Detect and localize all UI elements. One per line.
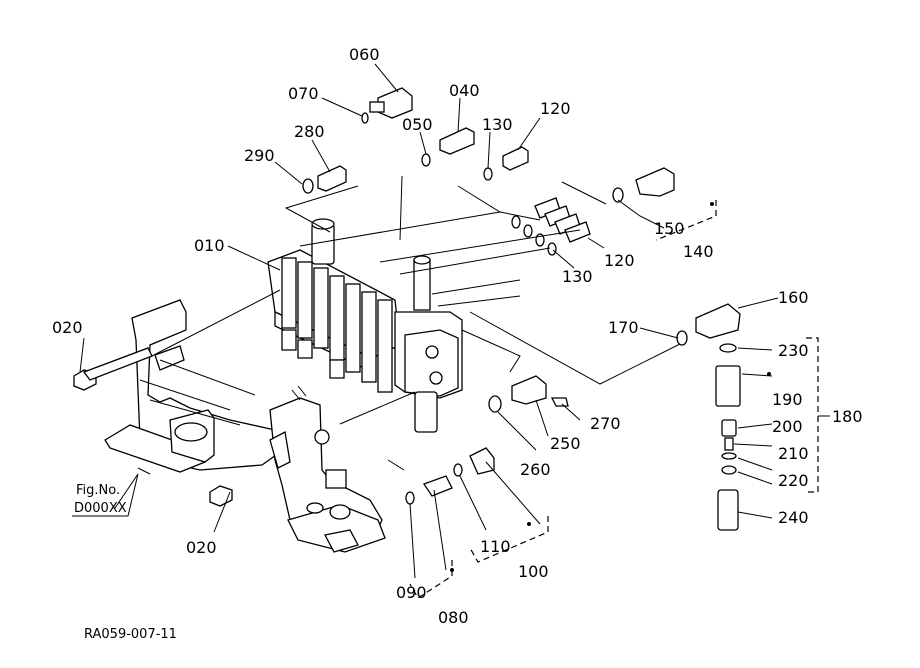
part-labels: 060 070 040 050 120 130 280 290 010 150 … xyxy=(52,45,863,627)
fig-ref-line1: Fig.No. xyxy=(76,483,120,498)
label-210: 210 xyxy=(778,444,809,463)
label-260: 260 xyxy=(520,460,551,479)
fitting-100 xyxy=(469,447,495,475)
oring-170 xyxy=(676,330,688,346)
label-020-bottom: 020 xyxy=(186,538,217,557)
plug-270 xyxy=(550,397,569,407)
grouping-brackets xyxy=(409,200,830,599)
label-120-bottom: 120 xyxy=(604,251,635,270)
label-200: 200 xyxy=(772,417,803,436)
bolt-020-top xyxy=(73,347,153,391)
label-040: 040 xyxy=(449,81,480,100)
label-160: 160 xyxy=(778,288,809,307)
fitting-160 xyxy=(695,303,741,339)
fitting-280 xyxy=(317,165,347,192)
label-150: 150 xyxy=(654,219,685,238)
label-020-top: 020 xyxy=(52,318,83,337)
label-170: 170 xyxy=(608,318,639,337)
label-220: 220 xyxy=(778,471,809,490)
drawing-code: RA059-007-11 xyxy=(84,627,177,642)
fitting-120-top xyxy=(502,146,529,171)
label-060: 060 xyxy=(349,45,380,64)
fitting-150 xyxy=(635,167,675,197)
fitting-250 xyxy=(511,375,547,405)
label-070: 070 xyxy=(288,84,319,103)
control-valve-assembly xyxy=(267,218,463,433)
label-180: 180 xyxy=(832,407,863,426)
leader-lines xyxy=(79,63,779,579)
fitting-120-group xyxy=(534,197,591,243)
oring-150 xyxy=(612,187,624,203)
label-100: 100 xyxy=(518,562,549,581)
label-120-top: 120 xyxy=(540,99,571,118)
oring-070 xyxy=(361,112,369,124)
fitting-040 xyxy=(439,127,475,155)
valve-180-parts xyxy=(715,343,741,531)
label-130-bottom: 130 xyxy=(562,267,593,286)
label-290: 290 xyxy=(244,146,275,165)
oring-130-top xyxy=(483,167,493,181)
label-010: 010 xyxy=(194,236,225,255)
label-230: 230 xyxy=(778,341,809,360)
oring-050 xyxy=(421,153,431,167)
label-190: 190 xyxy=(772,390,803,409)
label-270: 270 xyxy=(590,414,621,433)
label-250: 250 xyxy=(550,434,581,453)
label-110: 110 xyxy=(480,537,511,556)
label-240: 240 xyxy=(778,508,809,527)
label-140: 140 xyxy=(683,242,714,261)
oring-290 xyxy=(302,178,314,194)
label-130-top: 130 xyxy=(482,115,513,134)
figure-reference: Fig.No. D000XX xyxy=(72,473,139,517)
oring-090 xyxy=(405,491,415,505)
mounting-bracket xyxy=(104,299,386,553)
label-080: 080 xyxy=(438,608,469,627)
reference-dots xyxy=(450,202,771,572)
fitting-080 xyxy=(423,475,453,497)
fitting-060 xyxy=(369,87,413,119)
fig-ref-line2: D000XX xyxy=(74,501,127,516)
oring-260 xyxy=(488,395,502,413)
label-280: 280 xyxy=(294,122,325,141)
oring-110 xyxy=(453,463,463,477)
label-050: 050 xyxy=(402,115,433,134)
label-090: 090 xyxy=(396,583,427,602)
